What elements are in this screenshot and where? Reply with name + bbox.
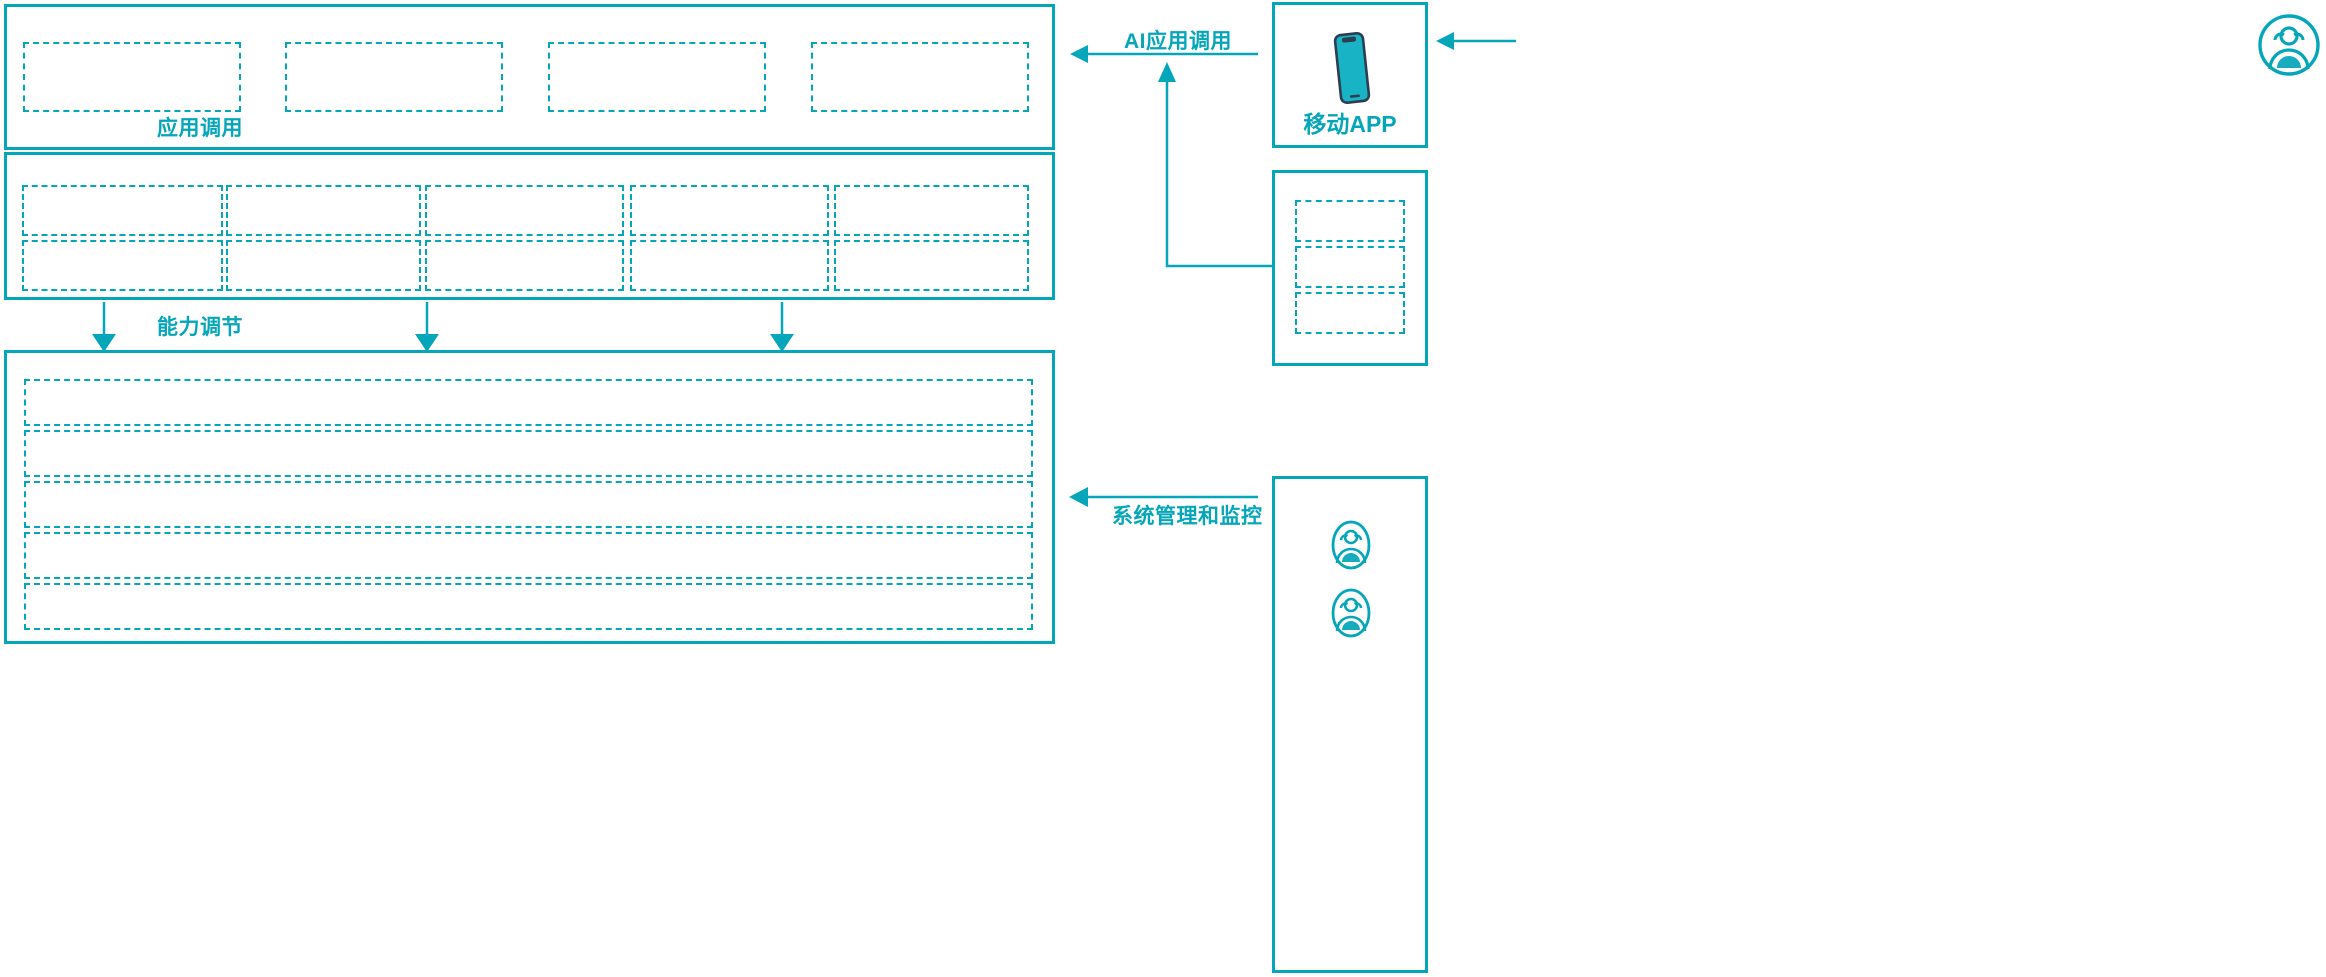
platform-row-5[interactable] <box>24 583 1033 630</box>
capability-slot-r1c2[interactable] <box>226 185 421 236</box>
arrow-user-to-mobile-app <box>1434 30 1516 52</box>
platform-row-3[interactable] <box>24 481 1033 528</box>
platform-row-1[interactable] <box>24 379 1033 426</box>
capability-slot-r2c3[interactable] <box>425 240 624 291</box>
stacked-slot-1[interactable] <box>1295 200 1405 242</box>
application-slot-2[interactable] <box>285 42 503 112</box>
capability-slot-r1c4[interactable] <box>630 185 829 236</box>
flow-label-capability-adjust: 能力调节 <box>157 316 243 339</box>
stacked-slot-2[interactable] <box>1295 246 1405 288</box>
platform-row-4[interactable] <box>24 532 1033 579</box>
user-person-icon-2 <box>1330 588 1372 638</box>
capability-slot-r2c4[interactable] <box>630 240 829 291</box>
user-person-icon-1 <box>1330 520 1372 570</box>
capability-slot-r1c5[interactable] <box>834 185 1029 236</box>
capability-slot-r2c5[interactable] <box>834 240 1029 291</box>
capability-slot-r1c3[interactable] <box>425 185 624 236</box>
mobile-app-caption: 移动APP <box>1303 111 1397 137</box>
arrow-ai-app-invoke <box>1068 43 1258 65</box>
arrow-capability-adjust-right <box>766 302 798 354</box>
capability-layer-panel <box>4 152 1055 300</box>
user-group-icon <box>2256 12 2322 78</box>
flow-label-system-admin-monitor: 系统管理和监控 <box>1112 505 1263 528</box>
arrow-system-admin-monitor <box>1068 486 1258 508</box>
platform-row-2[interactable] <box>24 430 1033 477</box>
arrow-capability-adjust-middle <box>411 302 443 354</box>
application-slot-3[interactable] <box>548 42 766 112</box>
arrow-stacked-to-ai-invoke <box>1155 54 1275 269</box>
capability-slot-r2c2[interactable] <box>226 240 421 291</box>
capability-slot-r1c1[interactable] <box>22 185 223 236</box>
application-slot-1[interactable] <box>23 42 241 112</box>
stacked-slot-3[interactable] <box>1295 292 1405 334</box>
platform-layer-panel <box>4 350 1055 644</box>
flow-label-ai-app-invoke: AI应用调用 <box>1124 30 1232 53</box>
arrow-capability-adjust-left <box>88 302 120 354</box>
mobile-phone-icon <box>1330 30 1374 106</box>
application-slot-4[interactable] <box>811 42 1029 112</box>
application-layer-panel <box>4 4 1055 150</box>
flow-label-app-invoke: 应用调用 <box>157 117 243 140</box>
capability-slot-r2c1[interactable] <box>22 240 223 291</box>
